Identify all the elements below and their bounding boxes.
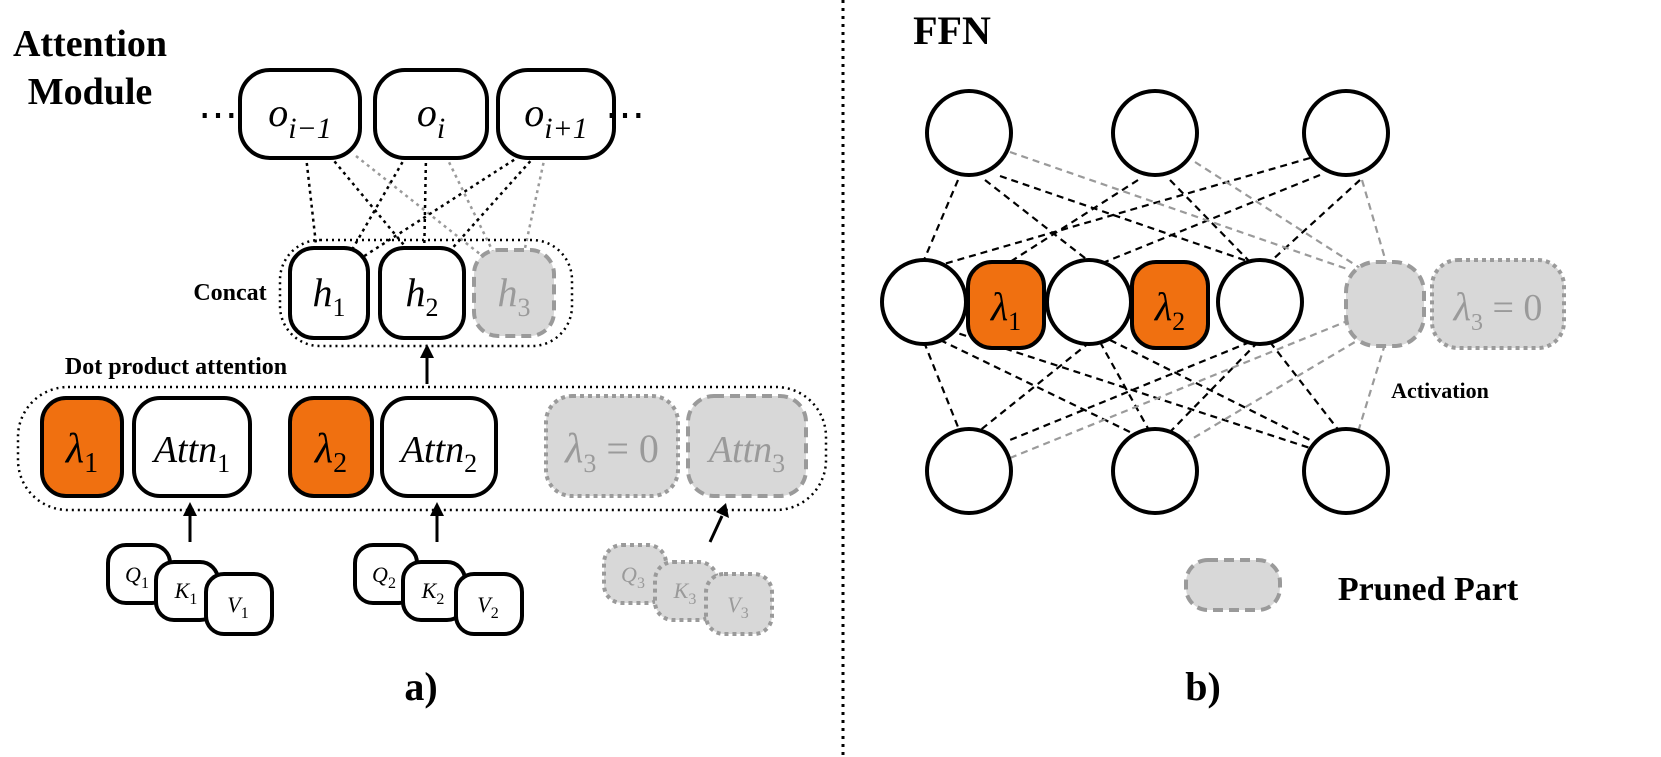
lambda-box-1 [40,396,124,498]
legend: Pruned Part [1184,558,1519,612]
output-box-3 [496,68,616,160]
attn-box-3-pruned [686,394,808,498]
k-label-2: K2 [421,578,445,608]
dot-product-outline [16,385,828,512]
ffn-node-bottom-3 [1302,427,1390,515]
v-box-2 [454,572,524,636]
ffn-node-top-2 [1111,89,1199,177]
v-box-3 [704,572,774,636]
head-label-2: h2 [406,270,439,322]
lambda-box-3-pruned [544,394,680,498]
q-label-2: Q2 [372,562,396,592]
attn-label-2: Attn2 [398,429,477,478]
head-box-3-pruned [472,248,556,338]
ffn-middle-layer: λ1 λ2 λ3 = 0 Activation [880,258,1566,403]
head-box-2 [378,246,466,340]
legend-swatch-pruned [1184,558,1282,612]
head-label-3: h3 [498,270,531,322]
output-box-2 [373,68,489,160]
lambda-label-1: λ1 [64,426,98,479]
output-box-1 [238,68,362,160]
ffn-top-layer [925,89,1390,177]
output-label-1: oi−1 [268,90,332,145]
qkv-group-3-pruned: Q3 K3 V3 [602,543,774,636]
ffn-node-bottom-1 [925,427,1013,515]
dot-product-group: Dot product attention λ1 Attn1 λ2 Attn2 … [16,354,828,512]
v-label-2: V2 [477,592,498,622]
panel-a: Attention Module ⋯ oi−1 oi oi+1 ⋯ [13,23,828,709]
concat-label: Concat [193,280,266,306]
output-label-2: oi [417,90,445,145]
ffn-node-mid-2 [1045,258,1133,346]
ellipsis-right: ⋯ [605,92,645,137]
q-label-3: Q3 [621,562,645,592]
lambda-box-2 [288,396,374,498]
concat-group: Concat h1 h2 h3 [193,238,574,348]
ffn-bottom-layer [925,427,1390,515]
dot-product-label: Dot product attention [65,354,287,380]
ffn-node-top-3 [1302,89,1390,177]
ffn-node-top-1 [925,89,1013,177]
arrow-qkv-1-head [183,502,197,516]
panel-a-caption: a) [404,664,437,709]
ffn-node-bottom-2 [1111,427,1199,515]
q-label-1: Q1 [125,562,149,592]
v-label-1: V1 [227,592,248,622]
ffn-lambda-box-3-pruned [1430,258,1566,350]
ellipsis-left: ⋯ [198,92,238,137]
attn-label-1: Attn1 [151,429,230,478]
attn-label-3: Attn3 [706,429,785,478]
legend-label: Pruned Part [1338,571,1519,608]
activation-label: Activation [1391,378,1489,403]
ffn-lambda-box-2 [1130,260,1210,350]
arrow-qkv-3 [708,515,724,543]
ffn-pruned-node [1344,260,1426,348]
ffn-edges-top [922,150,1388,272]
ffn-node-mid-3 [1216,258,1304,346]
ffn-lambda-box-1 [966,260,1046,350]
v-box-1 [204,572,274,636]
attn-box-2 [380,396,498,498]
attn-box-1 [132,396,252,498]
qkv-group-1: Q1 K1 V1 [106,543,274,636]
lambda-label-3: λ3 = 0 [563,426,659,478]
output-head-connections [304,154,547,264]
v-label-3: V3 [727,592,748,622]
ffn-lambda-label-1: λ1 [990,284,1021,336]
k-label-3: K3 [673,578,697,608]
head-label-1: h1 [313,270,346,322]
arrow-qkv-3-head [716,503,729,518]
panel-a-title-line2: Module [28,71,153,113]
arrow-to-concat-head [420,344,434,358]
panel-b-caption: b) [1185,664,1221,709]
panel-a-title-line1: Attention [13,23,167,65]
panel-b: FFN [880,8,1566,709]
arrow-qkv-2-head [430,502,444,516]
k-label-1: K1 [174,578,198,608]
ffn-lambda-label-3: λ3 = 0 [1453,284,1543,336]
ffn-node-mid-1 [880,258,968,346]
ffn-lambda-label-2: λ2 [1154,284,1185,336]
head-box-1 [288,246,370,340]
panel-b-title: FFN [913,8,991,53]
qkv-group-2: Q2 K2 V2 [353,543,524,636]
output-label-3: oi+1 [524,90,588,145]
output-row: ⋯ oi−1 oi oi+1 ⋯ [198,68,645,160]
lambda-label-2: λ2 [313,426,347,479]
